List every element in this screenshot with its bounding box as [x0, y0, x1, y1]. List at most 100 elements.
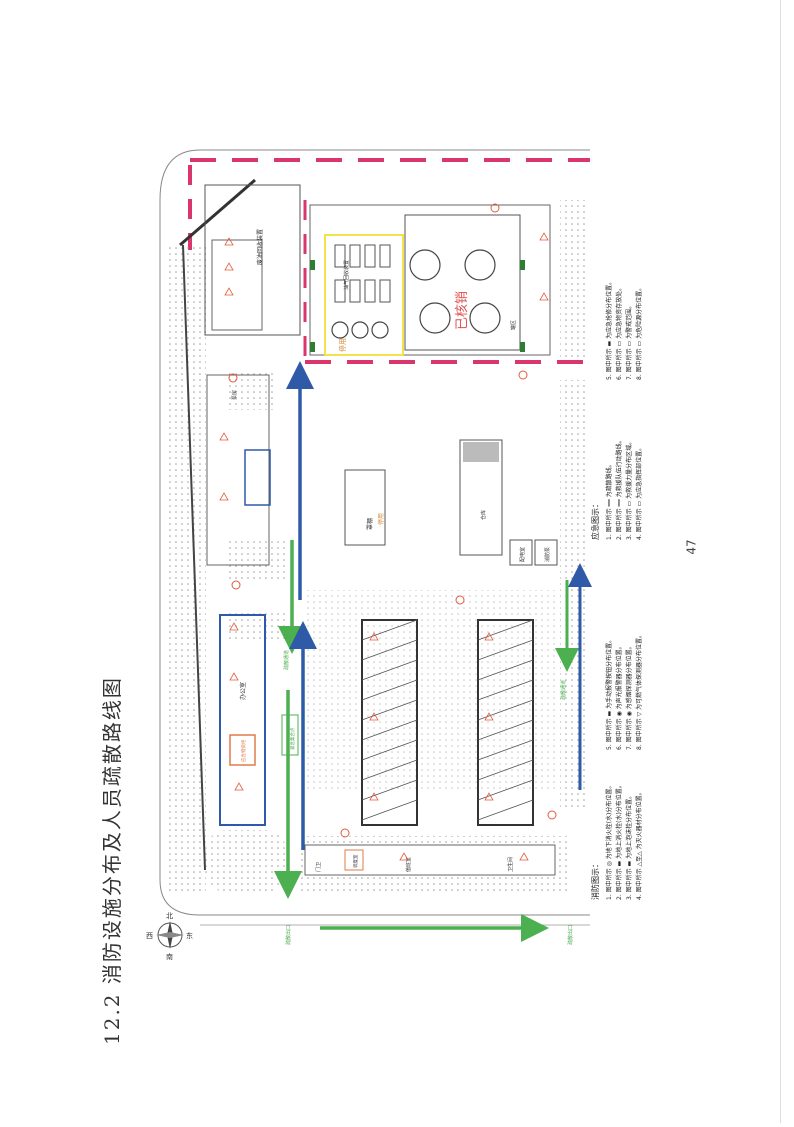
foam-hydrant: [520, 342, 525, 352]
tank-box: [404, 214, 521, 351]
compass-north: 北: [166, 912, 173, 920]
extinguisher-marker: [399, 852, 409, 861]
compass-east: 东: [186, 931, 193, 940]
collect-device-label: 油气回收装置: [343, 260, 350, 290]
extinguisher-marker: [219, 492, 229, 501]
fire-legend-item: 3. 图中所示 ▬ 为地上泡沫栓分布位置。: [625, 793, 633, 900]
emergency-legend: 应急图示： 1. 图中所示 ━━ 为疏散路线。 2. 图中所示 ━━ 为救援队伍…: [590, 279, 643, 540]
fire-legend-item: 2. 图中所示 ▬ 为地上消火栓(水)分布位置。: [615, 782, 623, 900]
extinguisher-marker: [484, 632, 494, 641]
green-belt: [560, 380, 586, 810]
compass-south: 南: [166, 952, 173, 961]
parking-area-2: [477, 619, 534, 826]
recovery-device: [211, 239, 263, 331]
warning-zone: [324, 234, 404, 356]
extinguisher-marker: [519, 852, 529, 861]
site-outline: [159, 149, 590, 916]
fire-legend: 消防图示： 1. 图中所示 ◎ 为地下消火栓(水)分布位置。 2. 图中所示 ▬…: [590, 632, 643, 900]
bottom-strip: [304, 844, 556, 876]
extinguisher-marker: [229, 622, 239, 631]
compass-rose: 北 南 东 西: [146, 912, 193, 961]
office-label: 办公室: [239, 682, 247, 700]
fire-legend-item: 6. 图中所示 ◉ 为声光报警器分布位置。: [615, 643, 623, 750]
tank: [371, 321, 389, 339]
tank: [351, 321, 369, 339]
guard-label: 门卫: [315, 862, 322, 872]
parking-area-1: [361, 619, 418, 826]
hatched-block: [463, 442, 499, 462]
hydrant-marker: [547, 810, 557, 820]
hydrant-marker: [518, 370, 528, 380]
warehouse: [459, 439, 503, 556]
emergency-box-label: 应急物资柜: [240, 739, 247, 762]
hydrant-marker: [455, 595, 465, 605]
verified-stamp: 已核销: [455, 291, 470, 330]
canopy-label: 罩棚: [366, 518, 374, 530]
fire-legend-item: 4. 图中所示 △至△ 为灭火器材分布位置。: [635, 789, 643, 900]
emergency-legend-item: 2. 图中所示 ━━ 为救援队伍行动路线。: [615, 437, 623, 540]
green-belt: [226, 370, 276, 410]
extinguisher-marker: [484, 792, 494, 801]
warehouse-label: 仓库: [480, 510, 487, 520]
dispatch-room: [344, 849, 364, 871]
extinguisher-marker: [539, 232, 549, 241]
tank: [409, 249, 441, 281]
duty-room-label: 值班室: [405, 857, 412, 872]
extinguisher-marker: [224, 262, 234, 271]
shed-a-label: 配电室: [519, 547, 526, 562]
stop-use-label-2: 停用: [377, 513, 385, 525]
exit-west-label: 疏散出口: [285, 925, 292, 945]
fire-legend-item: 7. 图中所示 ◉ 为感烟探测器分布位置。: [625, 643, 633, 750]
foam-hydrant: [310, 260, 315, 270]
emergency-legend-item: 8. 图中所示 ▭ 为危险源分布位置。: [635, 285, 643, 380]
emergency-legend-item: 7. 图中所示 ▭ 为警戒范围。: [625, 303, 633, 380]
tank: [419, 302, 451, 334]
office-building: [219, 614, 266, 826]
pump-room-label: 泵房: [231, 390, 238, 400]
fire-legend-heading: 消防图示：: [590, 860, 600, 900]
hydrant-marker: [228, 373, 238, 383]
green-belt: [226, 540, 286, 580]
fire-legend-item: 8. 图中所示 ▽ 为可燃气体探测器分布位置。: [635, 632, 643, 750]
extinguisher-marker: [234, 782, 244, 791]
foam-hydrants: [310, 260, 525, 352]
emergency-box: [229, 734, 256, 766]
extinguisher-markers: [219, 232, 549, 861]
green-belt: [306, 590, 556, 790]
extinguisher-marker: [369, 632, 379, 641]
emergency-legend-item: 3. 图中所示 ▭ 为救援力量分布区域。: [625, 439, 633, 540]
foam-hydrant: [520, 260, 525, 270]
emergency-legend-item: 5. 图中所示 ▬ 为应急抢修分布位置。: [605, 279, 613, 380]
emergency-legend-item: 4. 图中所示 ▭ 为应急指挥部位置。: [635, 445, 643, 540]
exit-east-label: 疏散出口: [567, 925, 574, 945]
tank-area: [309, 204, 551, 356]
extinguisher-marker: [224, 287, 234, 296]
canopy: [344, 469, 386, 546]
green-belt: [560, 200, 586, 360]
fire-legend-item: 1. 图中所示 ◎ 为地下消火栓(水)分布位置。: [605, 783, 613, 900]
extinguisher-marker: [369, 712, 379, 721]
extinguisher-marker: [484, 712, 494, 721]
tank: [469, 302, 501, 334]
hydrant-markers: [228, 203, 557, 838]
dispatch-label: 调度室: [352, 854, 359, 868]
fire-legend-item: 5. 图中所示 ▬ 为手动报警按钮分布位置。: [605, 637, 613, 750]
toilet-label: 卫生间: [507, 857, 514, 872]
oil-recovery-label: 废油回收装置: [256, 229, 264, 265]
oil-recovery-building: [204, 184, 301, 336]
emergency-legend-heading: 应急图示：: [590, 500, 600, 540]
pump-building: [206, 374, 270, 566]
shed-b-label: 消防泵: [544, 547, 551, 562]
extinguisher-marker: [369, 792, 379, 801]
diagonal-wall: [179, 178, 256, 247]
tanks: [331, 249, 501, 339]
assembly-point-label: 紧急集合点: [289, 727, 296, 750]
assembly-point-box: [281, 714, 299, 756]
tank-area-label: 罐区: [510, 320, 517, 330]
hydrant-marker: [490, 203, 500, 213]
margin-rule: [780, 0, 781, 1123]
shed-a: [509, 539, 533, 566]
extinguisher-marker: [224, 237, 234, 246]
